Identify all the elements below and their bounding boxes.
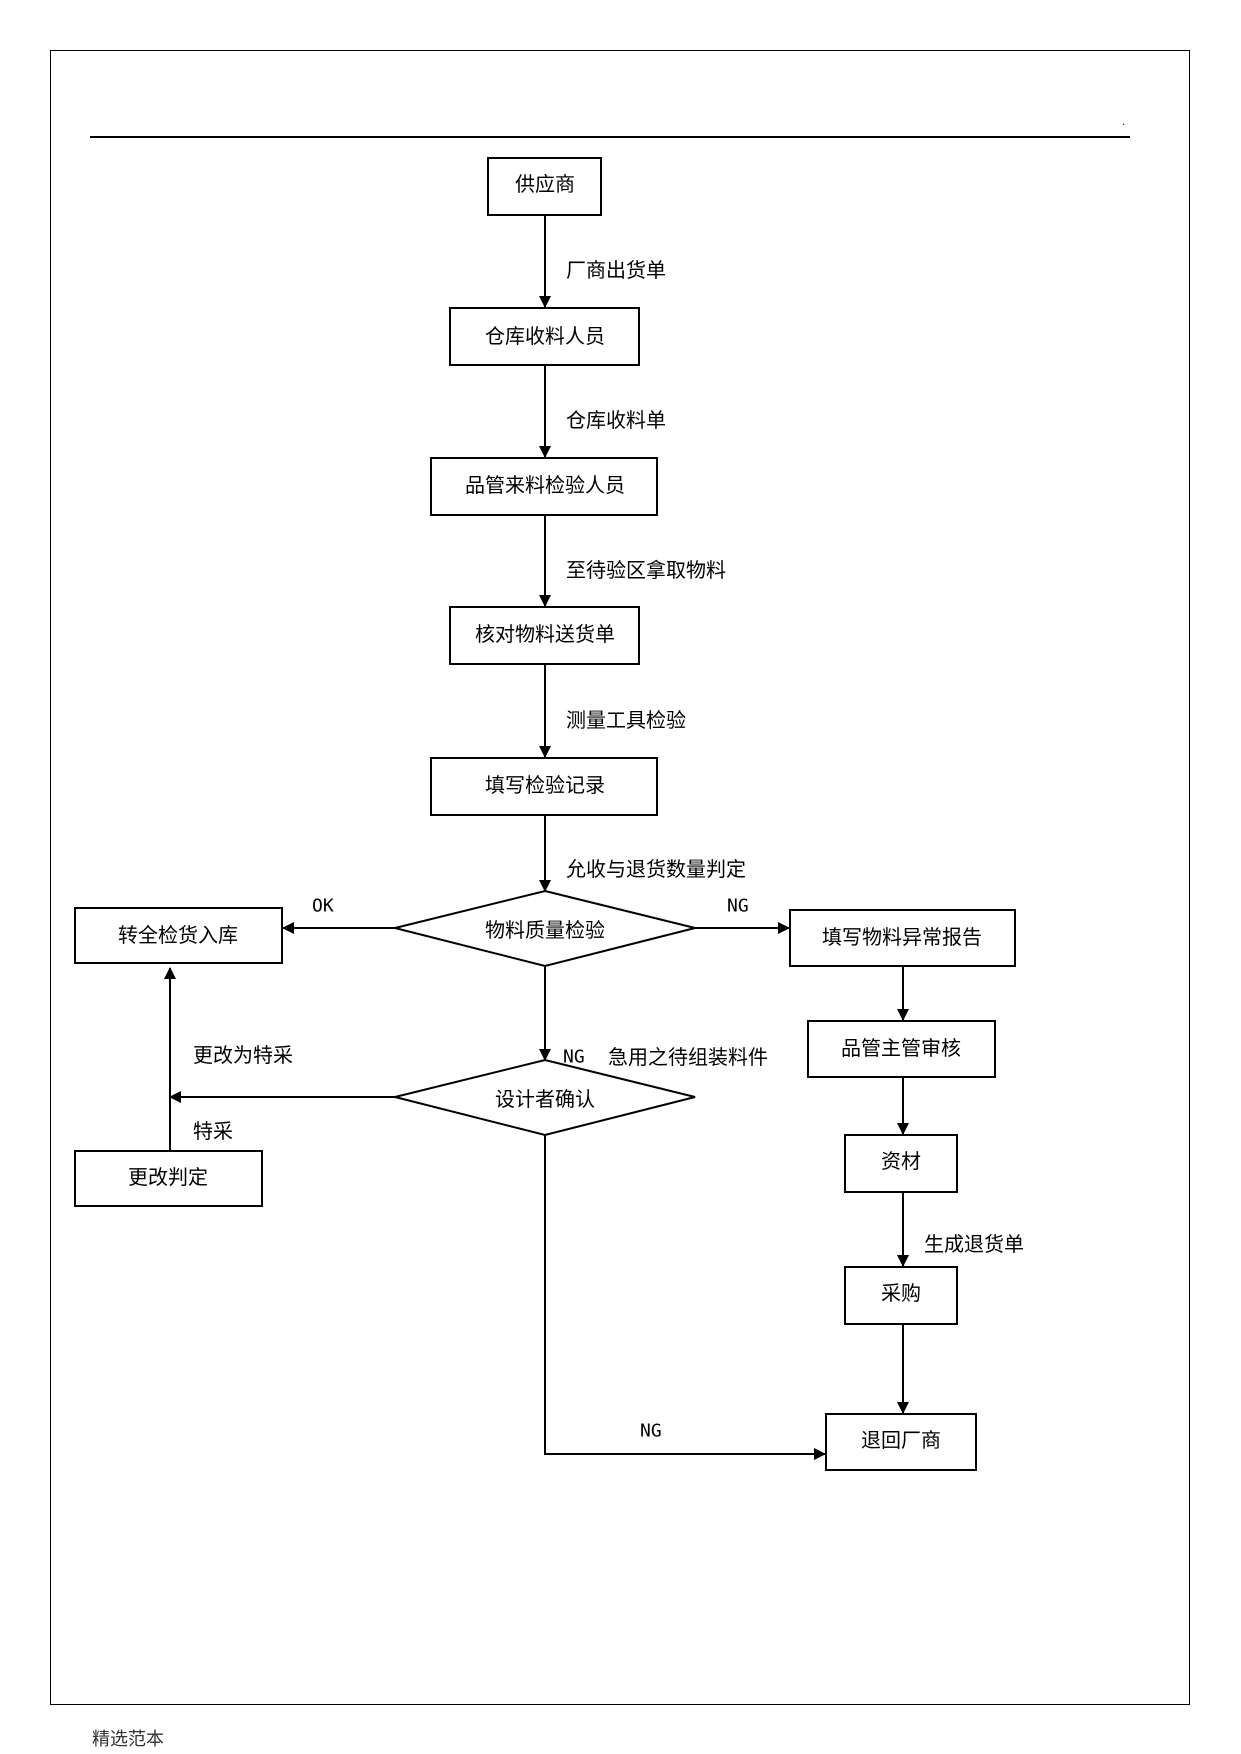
edge-designer-ng-bottom: [544, 1135, 826, 1460]
edge-label-warehouse-receipt: 仓库收料单: [566, 408, 666, 432]
label-warehouse-receiver: 仓库收料人员: [485, 324, 605, 348]
edge-label-accept-return-qty: 允收与退货数量判定: [566, 857, 746, 881]
node-materials: [844, 1134, 958, 1193]
label-return-to-vendor: 退回厂商: [861, 1428, 941, 1452]
node-purchasing: [844, 1266, 958, 1325]
node-fill-inspection-record: [430, 757, 658, 816]
label-fill-inspection-record: 填写检验记录: [485, 773, 605, 797]
label-designer-confirm: 设计者确认: [495, 1087, 595, 1111]
node-qc-supervisor-review: [807, 1020, 996, 1078]
node-check-delivery-note: [449, 606, 640, 665]
edge-label-measuring-tools: 测量工具检验: [566, 708, 686, 732]
page-frame: [50, 50, 1190, 1705]
node-return-to-vendor: [825, 1413, 977, 1471]
edge-label-ng-right: NG: [727, 896, 749, 917]
edge-label-change-to-special: 更改为特采: [193, 1043, 293, 1067]
label-transfer-full-inspection: 转全检货入库: [118, 923, 238, 947]
label-materials: 资材: [881, 1149, 921, 1173]
label-quality-check: 物料质量检验: [485, 918, 605, 942]
edge-label-vendor-delivery-note: 厂商出货单: [566, 258, 666, 282]
node-warehouse-receiver: [449, 307, 640, 366]
node-transfer-full-inspection: [74, 907, 283, 964]
node-change-judgment: [74, 1150, 263, 1207]
edge-label-special-purchase: 特采: [193, 1119, 233, 1143]
node-quality-check: [394, 889, 696, 968]
edge-label-ng-down: NG: [563, 1047, 585, 1068]
label-purchasing: 采购: [881, 1281, 921, 1305]
edge-label-urgent-assembly: 急用之待组装料件: [608, 1045, 768, 1069]
node-designer-confirm: [394, 1058, 696, 1137]
edge-label-generate-return-note: 生成退货单: [924, 1232, 1024, 1256]
node-fill-abnormal-report: [789, 909, 1016, 967]
edge-label-ok: OK: [312, 896, 334, 917]
edge-label-ng-bottom: NG: [640, 1421, 662, 1442]
node-supplier: [487, 157, 602, 216]
header-mark: .: [1122, 117, 1126, 128]
edge-label-fetch-materials: 至待验区拿取物料: [566, 558, 726, 582]
footer-text: 精选范本: [92, 1729, 164, 1750]
label-change-judgment: 更改判定: [128, 1165, 208, 1189]
label-fill-abnormal-report: 填写物料异常报告: [822, 925, 982, 949]
label-supplier: 供应商: [515, 172, 575, 196]
label-qc-supervisor-review: 品管主管审核: [841, 1036, 961, 1060]
header-rule: [90, 136, 1130, 138]
label-check-delivery-note: 核对物料送货单: [475, 622, 615, 646]
node-qc-inspector: [430, 457, 658, 516]
label-qc-inspector: 品管来料检验人员: [465, 473, 625, 497]
